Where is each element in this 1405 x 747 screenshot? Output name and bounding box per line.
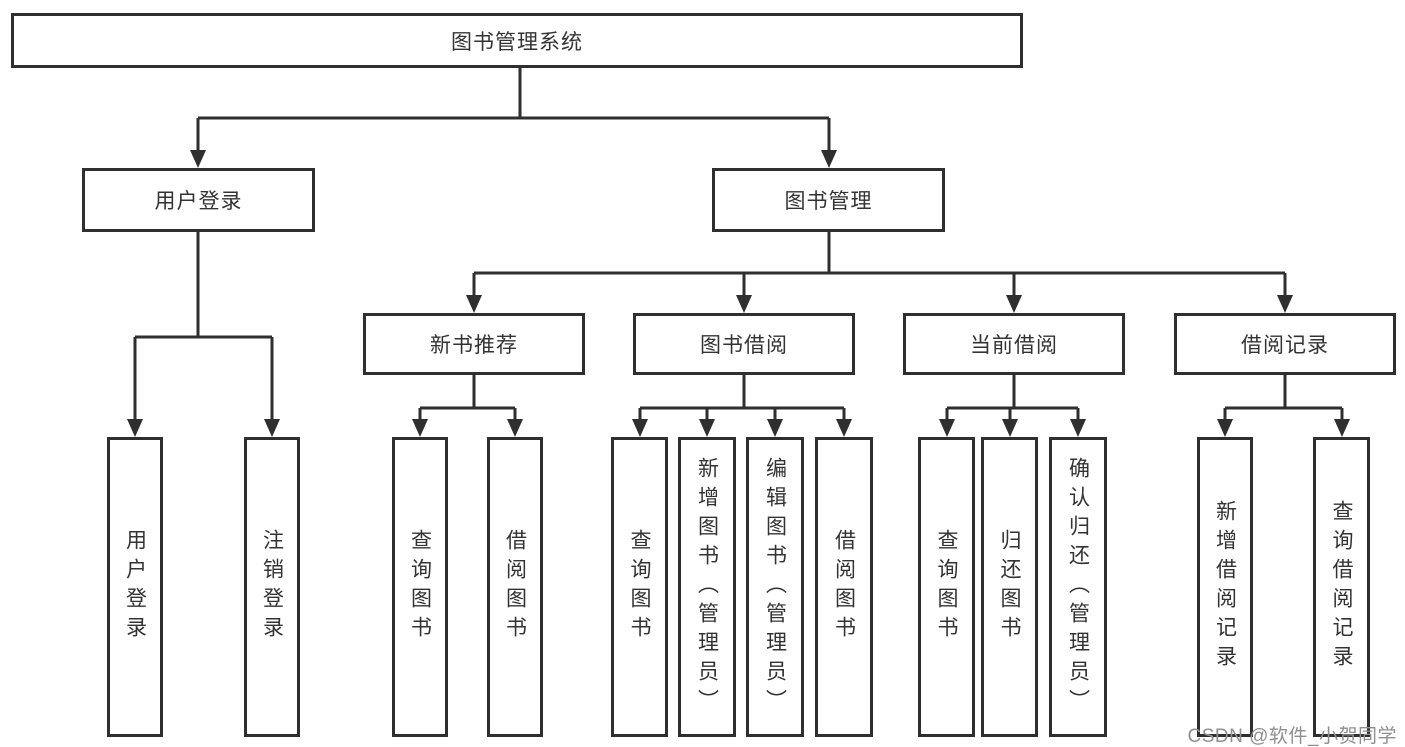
node-label: 新增图书（管理员）	[695, 456, 719, 718]
leaf-user-login: 用户登录	[107, 437, 163, 737]
node-label: 新书推荐	[430, 334, 518, 357]
node-current-borrow: 当前借阅	[903, 313, 1125, 375]
node-label: 当前借阅	[970, 334, 1058, 357]
node-borrow-records: 借阅记录	[1174, 313, 1396, 375]
node-book-management: 图书管理	[712, 168, 945, 232]
node-label: 查询图书	[935, 529, 958, 645]
leaf-query-books-3: 查询图书	[918, 437, 975, 737]
node-label: 查询图书	[408, 529, 432, 645]
leaf-logout: 注销登录	[244, 437, 300, 737]
node-label: 借阅图书	[503, 529, 527, 645]
node-label: 查询借阅记录	[1330, 500, 1353, 674]
leaf-query-books-2: 查询图书	[611, 437, 668, 737]
node-label: 注销登录	[260, 529, 284, 645]
leaf-edit-books-admin: 编辑图书（管理员）	[746, 437, 804, 737]
node-label: 图书管理	[784, 190, 873, 213]
leaf-confirm-return-admin: 确认归还（管理员）	[1049, 437, 1107, 737]
leaf-query-books-1: 查询图书	[392, 437, 448, 737]
node-label: 查询图书	[628, 529, 651, 645]
leaf-borrow-books-2: 借阅图书	[815, 437, 873, 737]
csdn-watermark: CSDN @软件_小贺同学	[1187, 726, 1397, 747]
node-label: 用户登录	[154, 190, 243, 213]
node-label: 借阅记录	[1241, 334, 1329, 357]
node-book-borrow: 图书借阅	[633, 313, 855, 375]
node-label: 新增借阅记录	[1213, 500, 1237, 674]
leaf-borrow-books-1: 借阅图书	[487, 437, 543, 737]
leaf-add-books-admin: 新增图书（管理员）	[678, 437, 736, 737]
node-user-login: 用户登录	[82, 168, 315, 232]
node-label: 编辑图书（管理员）	[763, 456, 787, 718]
node-new-book-recommend: 新书推荐	[363, 313, 585, 375]
node-label: 确认归还（管理员）	[1066, 456, 1090, 718]
node-label: 用户登录	[123, 529, 147, 645]
leaf-query-borrow-record: 查询借阅记录	[1313, 437, 1370, 737]
node-label: 图书借阅	[700, 334, 788, 357]
leaf-return-books: 归还图书	[981, 437, 1038, 737]
node-label: 借阅图书	[832, 529, 856, 645]
node-label: 归还图书	[998, 529, 1021, 645]
leaf-add-borrow-record: 新增借阅记录	[1197, 437, 1253, 737]
node-library-management-system: 图书管理系统	[11, 13, 1023, 68]
node-label: 图书管理系统	[451, 30, 583, 54]
